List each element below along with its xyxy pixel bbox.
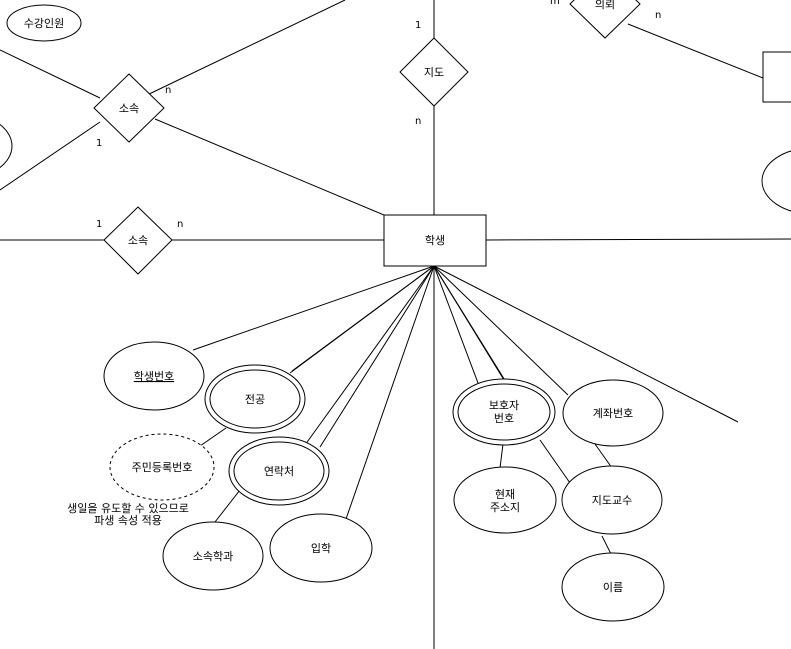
cardinality-label: n (655, 10, 661, 21)
attribute-name[interactable]: 이름 (561, 552, 665, 622)
attribute-account-number[interactable]: 계좌번호 (562, 379, 664, 447)
attribute-student-id[interactable]: 학생번호 (103, 341, 205, 411)
relationship-belongs-top[interactable]: 소속 (93, 73, 165, 143)
attribute-label: 이름 (603, 581, 623, 594)
relationship-label: 지도 (424, 66, 444, 79)
relationship-guidance[interactable]: 지도 (399, 37, 469, 107)
attribute-label: 주민등록번호 (132, 461, 193, 474)
cardinality-label: n (177, 219, 183, 230)
cardinality-label: 1 (96, 219, 102, 230)
attribute-label: 지도교수 (592, 494, 632, 507)
attribute-enrollment-count[interactable]: 수강인원 (6, 4, 82, 42)
attribute-label-line2: 주소지 (490, 501, 520, 514)
relationship-belongs-mid[interactable]: 소속 (103, 206, 173, 275)
cardinality-label: n (415, 116, 421, 127)
attribute-department[interactable]: 소속학과 (162, 521, 264, 591)
relationship-label: 소속 (119, 102, 139, 115)
attribute-label: 연락처 (264, 465, 294, 478)
cardinality-label: m (550, 0, 560, 7)
attribute-label: 입학 (311, 542, 331, 555)
relationship-request[interactable]: 의뢰 (569, 0, 641, 39)
entity-partial-right[interactable] (762, 51, 791, 103)
attribute-resident-number[interactable]: 주민등록번호 (109, 433, 215, 501)
cardinality-label: 1 (415, 20, 421, 31)
attribute-label-line1: 보호자 (489, 399, 519, 412)
attribute-label: 수강인원 (24, 17, 64, 30)
attribute-label: 학생번호 (134, 370, 174, 383)
entity-label: 학생 (425, 234, 445, 247)
attribute-guardian-number[interactable]: 보호자 번호 (452, 378, 556, 446)
cardinality-labels: n 1 1 n 1 n m n (96, 0, 661, 230)
entity-student[interactable]: 학생 (383, 214, 487, 267)
attribute-major[interactable]: 전공 (204, 364, 306, 434)
cardinality-label: 1 (96, 138, 102, 149)
attribute-label: 전공 (245, 393, 265, 406)
relationship-label: 소속 (128, 234, 148, 247)
attribute-admission[interactable]: 입학 (269, 513, 373, 583)
attribute-label: 계좌번호 (593, 407, 633, 420)
relationship-label: 의뢰 (595, 0, 615, 11)
attribute-label-line2: 번호 (494, 412, 514, 425)
attribute-advisor[interactable]: 지도교수 (561, 465, 663, 535)
attribute-label: 소속학과 (193, 550, 233, 563)
derived-attribute-note: 생일을 유도할 수 있으므로 파생 속성 적용 (67, 501, 189, 527)
note-line2: 파생 속성 적용 (94, 514, 162, 527)
note-line1: 생일을 유도할 수 있으므로 (67, 501, 189, 515)
attribute-partial-left[interactable] (0, 113, 13, 179)
attribute-current-address[interactable]: 현재 주소지 (453, 466, 557, 534)
attribute-label-line1: 현재 (495, 488, 515, 501)
attribute-partial-right[interactable] (761, 148, 791, 214)
attribute-contact[interactable]: 연락처 (228, 436, 330, 506)
cardinality-label: n (165, 85, 171, 96)
